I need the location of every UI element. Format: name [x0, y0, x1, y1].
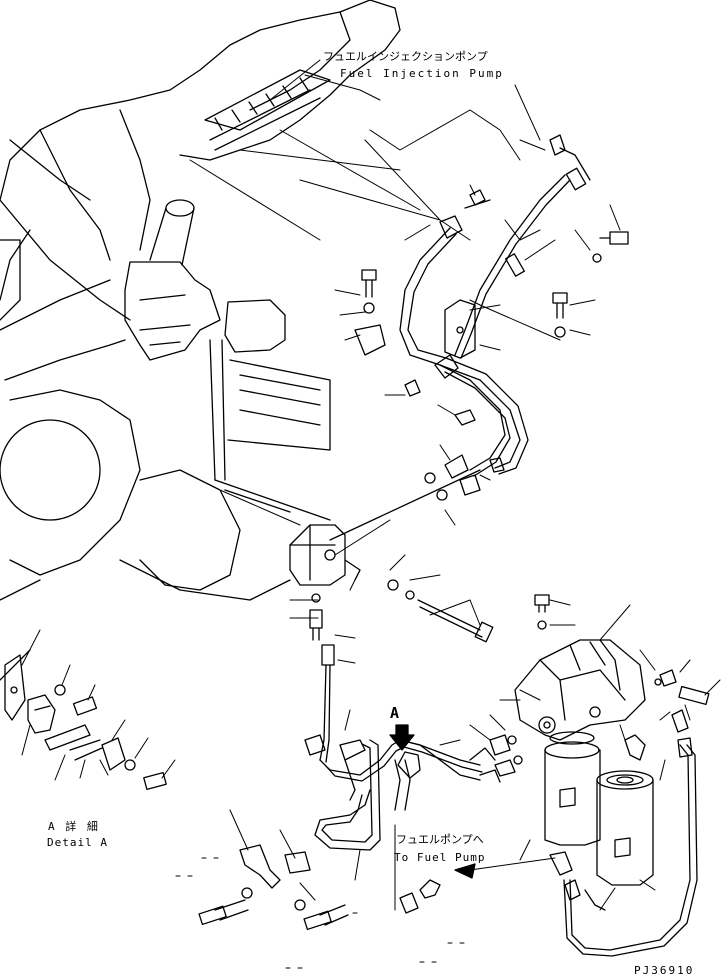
leader-lines-detail — [21, 629, 176, 781]
lower-vertical-pipe — [304, 593, 335, 763]
arrow-a-letter: A — [390, 704, 399, 722]
leader-lines-filter — [499, 599, 721, 911]
lower-pipe-loop — [314, 734, 523, 851]
to-fuel-pump-pointer — [454, 857, 556, 879]
detail-a-label-jp: A 詳 細 — [48, 819, 100, 833]
reference-dashes — [175, 857, 465, 969]
lower-left-hardware — [198, 844, 441, 931]
leader-lines-center — [219, 489, 481, 626]
drawing-number: PJ36910 — [634, 964, 694, 977]
fuel-injection-pump-label-en: Fuel Injection Pump — [340, 67, 504, 80]
leader-lines-upper — [334, 109, 621, 526]
to-fuel-pump-label-jp: フュエルポンプへ — [396, 833, 484, 846]
upper-fuel-pipe — [354, 134, 629, 501]
detail-a-view — [4, 654, 167, 791]
arrow-a — [389, 724, 415, 751]
to-fuel-pump-label-en: To Fuel Pump — [394, 851, 485, 864]
filter-assembly — [514, 594, 710, 957]
center-filter-head — [289, 469, 494, 643]
leader-lines-loop — [229, 709, 506, 911]
fuel-injection-pump-label-jp: フュエルインジェクションポンプ — [323, 50, 488, 63]
leader-lines-top — [189, 59, 541, 241]
leader-lines-vertical — [334, 634, 356, 664]
detail-a-label-en: Detail A — [47, 836, 108, 849]
